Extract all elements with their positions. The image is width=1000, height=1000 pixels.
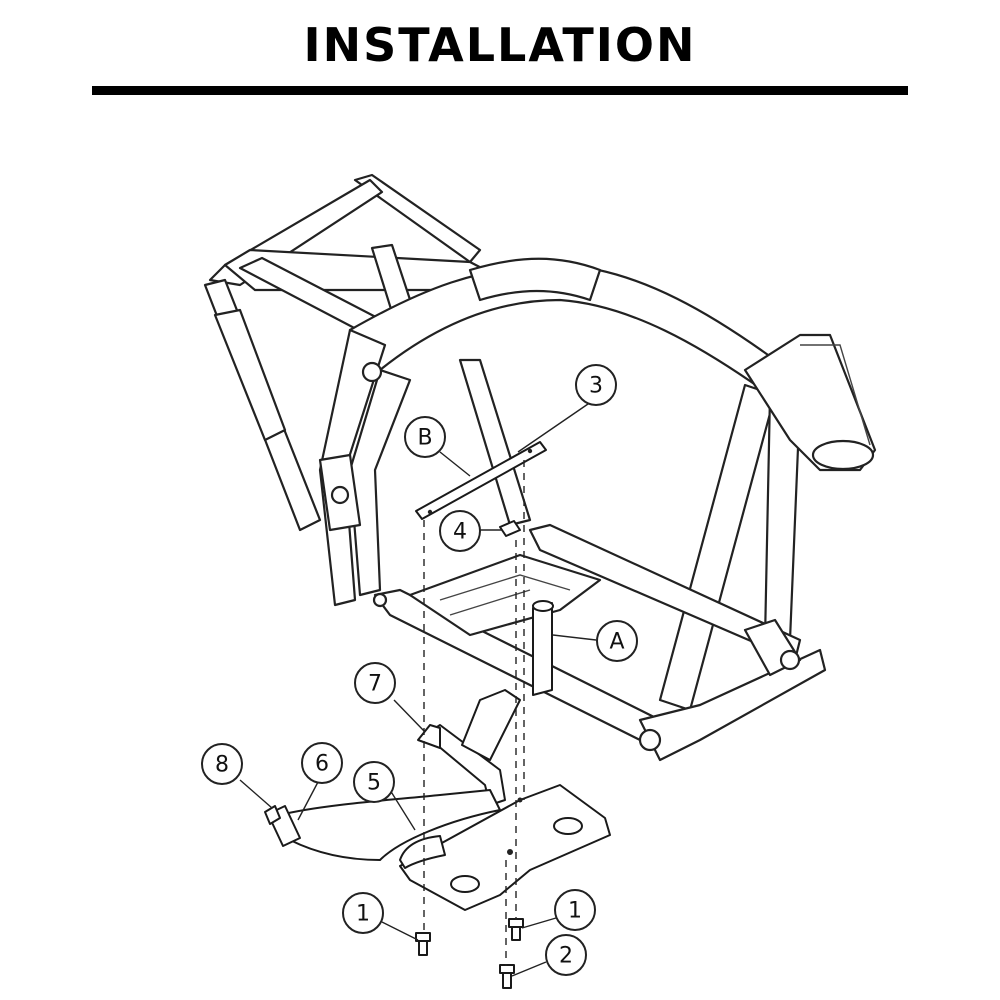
callout-4-label: 4: [453, 520, 467, 545]
bolts: [415, 918, 524, 989]
callout-6-label: 6: [315, 752, 329, 777]
callout-5: 5: [353, 761, 395, 803]
callout-4: 4: [439, 510, 481, 552]
part-4-spacer: [499, 520, 521, 537]
part-3-mounting-bar: [415, 441, 547, 520]
title-underline: [92, 86, 908, 95]
callout-1-left-label: 1: [356, 902, 370, 927]
jiffy-stand-assembly: [264, 689, 611, 911]
callout-6: 6: [301, 742, 343, 784]
alignment-lines: [423, 460, 525, 966]
callout-a: A: [596, 620, 638, 662]
leader-lines: [239, 403, 597, 977]
callout-3-label: 3: [589, 374, 603, 399]
callout-b-label: B: [417, 426, 432, 451]
callout-2-label: 2: [559, 944, 573, 969]
callout-a-label: A: [609, 630, 624, 655]
callout-3: 3: [575, 364, 617, 406]
callout-1-right-label: 1: [568, 899, 582, 924]
callout-8-label: 8: [215, 753, 229, 778]
callout-8: 8: [201, 743, 243, 785]
callout-1-right: 1: [554, 889, 596, 931]
motorcycle-frame: [203, 173, 877, 762]
page-title: INSTALLATION: [303, 18, 697, 72]
callout-7: 7: [354, 662, 396, 704]
callout-7-label: 7: [368, 672, 382, 697]
callout-2: 2: [545, 934, 587, 976]
callout-1-left: 1: [342, 892, 384, 934]
callout-5-label: 5: [367, 771, 381, 796]
callout-b: B: [404, 416, 446, 458]
